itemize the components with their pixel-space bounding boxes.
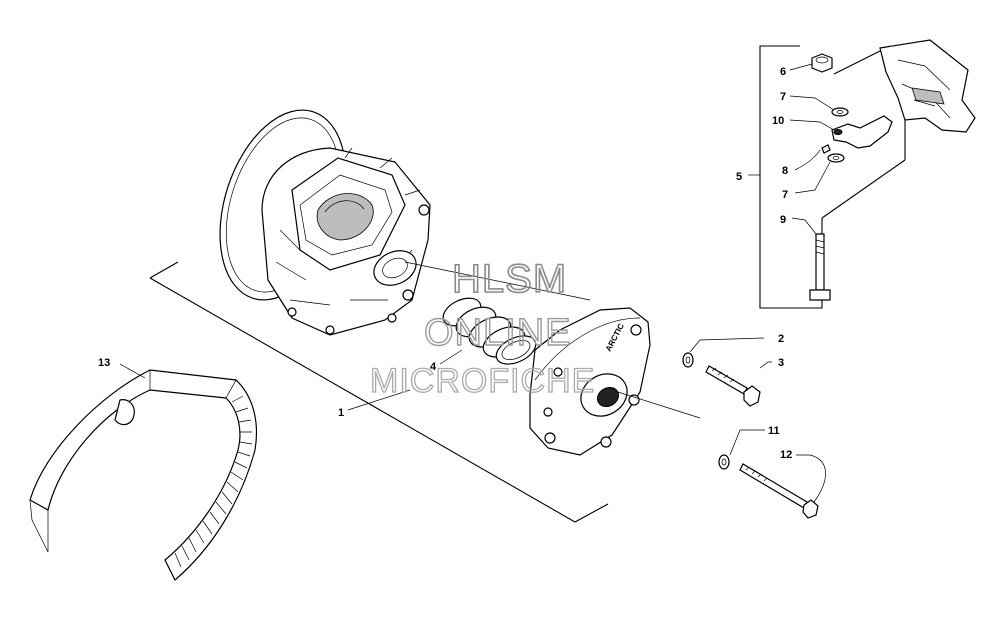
arm-10 xyxy=(831,115,893,149)
clutch-spring xyxy=(442,297,537,365)
callout-4: 4 xyxy=(430,361,437,373)
bolt-3 xyxy=(705,365,761,407)
callout-2: 2 xyxy=(778,333,784,345)
bolt-12 xyxy=(739,463,819,519)
callout-3: 3 xyxy=(778,357,784,369)
drive-clutch-housing xyxy=(219,109,591,336)
leader-lines xyxy=(119,63,835,503)
washer-2 xyxy=(682,352,694,368)
callout-9: 9 xyxy=(780,214,786,226)
watermark-line-2: ONLINE xyxy=(424,312,571,354)
clutch-cover-plate: ARCTIC xyxy=(529,307,701,456)
callout-12: 12 xyxy=(780,449,792,461)
callout-7-upper: 7 xyxy=(780,91,786,103)
bolt-9 xyxy=(809,233,831,301)
assembly-5-bracket xyxy=(759,45,906,309)
mounting-bracket-detail xyxy=(879,39,976,133)
callout-6: 6 xyxy=(780,66,786,78)
callout-labels: 1 2 3 4 5 6 7 10 8 7 9 11 12 13 xyxy=(98,66,792,461)
callout-10: 10 xyxy=(772,115,784,127)
callout-13: 13 xyxy=(98,357,110,369)
washer-7-upper xyxy=(831,107,849,117)
washer-7-lower xyxy=(827,153,845,163)
drive-belt xyxy=(29,369,258,581)
callout-5: 5 xyxy=(736,171,742,183)
nut-6 xyxy=(811,53,833,73)
callout-11: 11 xyxy=(768,425,780,437)
callout-1: 1 xyxy=(338,407,344,419)
watermark-line-1: HLSM xyxy=(452,257,567,301)
callout-7-lower: 7 xyxy=(782,189,788,201)
assembly-1-bracket xyxy=(149,261,609,523)
watermark: HLSM ONLINE MICROFICHE xyxy=(369,256,595,400)
pin-8 xyxy=(821,144,831,154)
callout-8: 8 xyxy=(782,165,788,177)
watermark-line-3: MICROFICHE xyxy=(370,362,595,400)
washer-11 xyxy=(718,454,730,470)
